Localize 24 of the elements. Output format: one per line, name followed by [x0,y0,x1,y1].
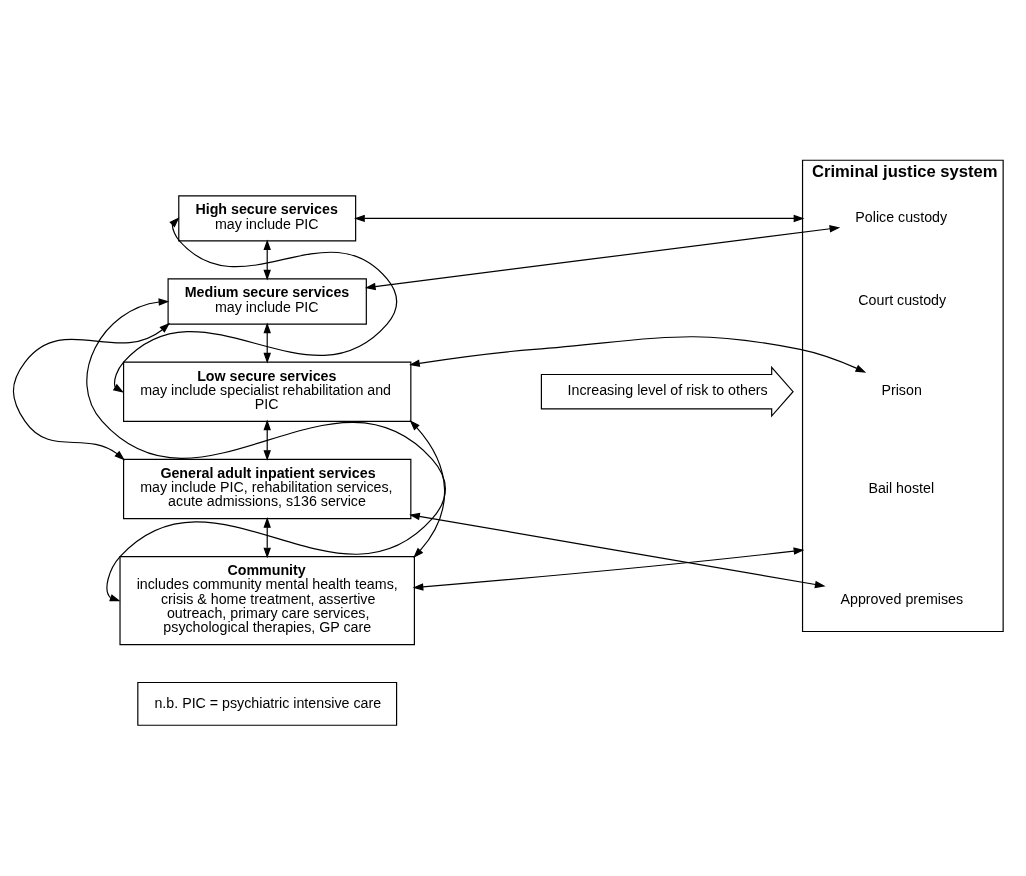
arrow [263,322,271,364]
arrow [112,217,398,393]
node-text: Bail hostel [868,479,935,496]
arrow [412,547,805,591]
node-box: High secure services may include PIC [178,195,357,242]
node-text: Police custody [855,209,948,226]
node-text: Prison [881,382,922,399]
arrow [364,225,841,291]
node-text: Court custody [858,292,947,309]
arrow [409,512,826,589]
arrow [263,239,271,281]
node-box: n.b. PIC = psychiatric intensive care [137,681,398,726]
arrow [12,322,171,461]
node-text: Approved premises [840,591,964,608]
arrow [354,214,805,223]
node-box: General adult inpatient services may include PIC, rehabilitation services, acute admissions, s136 service [123,458,412,520]
arrow [263,517,271,559]
node-box: Medium secure services may include PIC [167,278,367,325]
node-box: Low secure services may include specialist rehabilitation and PIC [123,361,412,422]
arrow [409,336,867,373]
arrow [409,420,446,558]
node-box: Community includes community mental health teams, crisis & home treatment, assertive outreach, primary care services, psychological therapies, GP care [119,556,415,646]
arrow [263,419,271,461]
arrow [86,298,446,602]
